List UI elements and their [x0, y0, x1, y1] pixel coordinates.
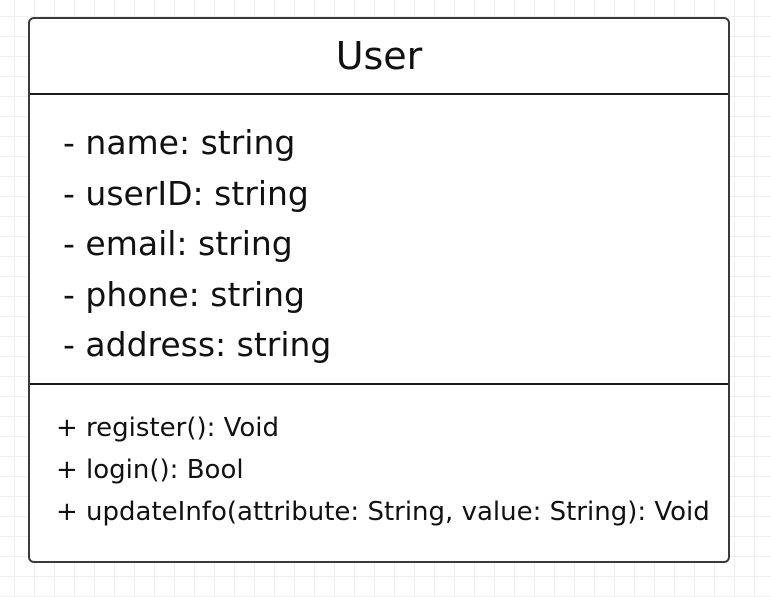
- class-name: User: [30, 19, 728, 95]
- attribute-email: - email: string: [63, 224, 293, 263]
- methods-compartment: + register(): Void + login(): Bool + upd…: [30, 385, 728, 533]
- method-login: + login(): Bool: [56, 455, 244, 485]
- attribute-name: - name: string: [63, 123, 296, 162]
- method-register: + register(): Void: [56, 413, 280, 443]
- method-updateinfo: + updateInfo(attribute: String, value: S…: [56, 497, 710, 527]
- attribute-address: - address: string: [63, 325, 332, 364]
- uml-class-box[interactable]: User - name: string - userID: string - e…: [28, 17, 730, 563]
- attribute-phone: - phone: string: [63, 274, 306, 314]
- attributes-compartment: - name: string - userID: string - email:…: [30, 95, 728, 385]
- attribute-userid: - userID: string: [63, 173, 309, 213]
